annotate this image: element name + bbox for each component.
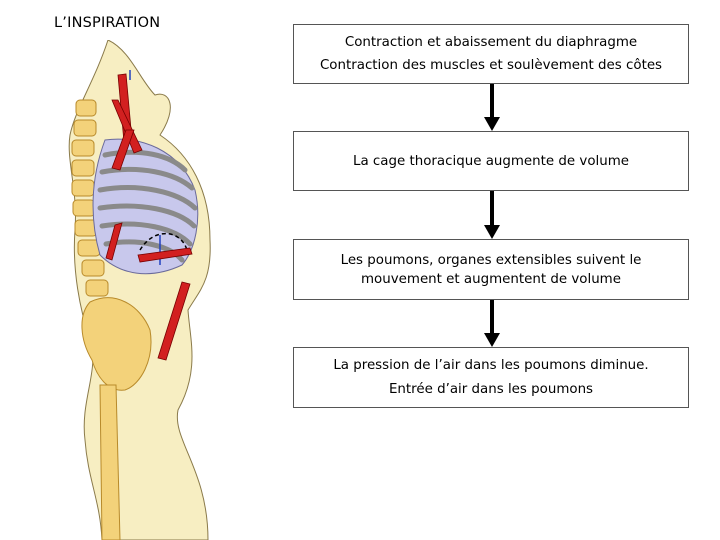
step-box-2: La cage thoracique augmente de volume <box>293 131 689 191</box>
down-arrow-2 <box>484 191 500 239</box>
torso-anatomy-illustration <box>68 40 211 540</box>
step-2-line-1: La cage thoracique augmente de volume <box>353 153 629 169</box>
step-4-line-2: Entrée d’air dans les poumons <box>388 382 594 397</box>
femur <box>99 384 121 540</box>
step-3-line-2: mouvement et augmentent de volume <box>361 271 621 287</box>
pelvis <box>81 297 152 391</box>
down-arrow-3 <box>484 300 500 347</box>
step-box-4: La pression de l’air dans les poumons di… <box>293 347 689 408</box>
step-4-line-1: La pression de l’air dans les poumons di… <box>333 358 649 373</box>
step-box-3: Les poumons, organes extensibles suivent… <box>293 239 689 300</box>
muscles <box>105 73 193 361</box>
step-1-line-2: Contraction des muscles et soulèvement d… <box>319 58 663 74</box>
down-arrow-1 <box>484 84 500 131</box>
step-box-1: Contraction et abaissement du diaphragme… <box>293 24 689 84</box>
step-1-line-1: Contraction et abaissement du diaphragme <box>344 34 638 50</box>
step-3-line-1: Les poumons, organes extensibles suivent… <box>340 252 642 268</box>
page-title: L’INSPIRATION <box>54 15 161 31</box>
